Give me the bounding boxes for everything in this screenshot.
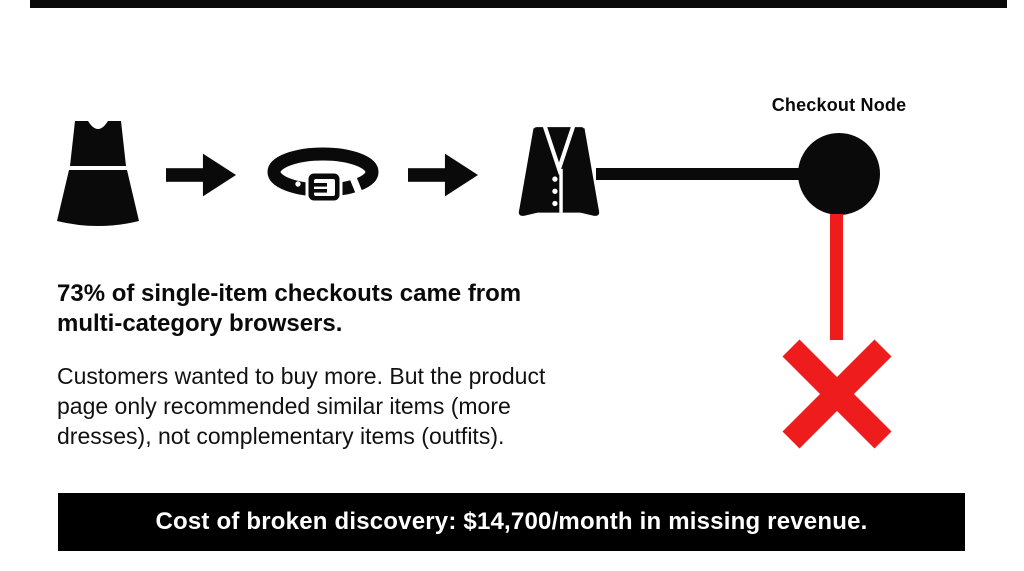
checkout-node-circle [798,133,880,215]
body-line: dresses), not complementary items (outfi… [57,423,505,449]
belt-icon [267,147,379,204]
rejection-line [830,214,843,340]
body-line: Customers wanted to buy more. But the pr… [57,363,546,389]
body-text: Customers wanted to buy more. But the pr… [57,361,657,451]
headline-line: multi-category browsers. [57,310,343,337]
headline: 73% of single-item checkouts came from m… [57,279,617,339]
arrow-right-icon [166,153,236,197]
footer-text: Cost of broken discovery: $14,700/month … [155,508,868,535]
checkout-node-label: Checkout Node [771,95,907,115]
connector-line [596,168,806,180]
body-line: page only recommended similar items (mor… [57,393,511,419]
cardigan-icon [518,125,600,216]
headline-line: 73% of single-item checkouts came from [57,280,522,307]
x-icon [782,339,892,449]
arrow-right-icon [408,153,478,197]
footer-banner: Cost of broken discovery: $14,700/month … [58,493,965,551]
dress-icon [57,121,139,226]
top-bar [30,0,1007,8]
